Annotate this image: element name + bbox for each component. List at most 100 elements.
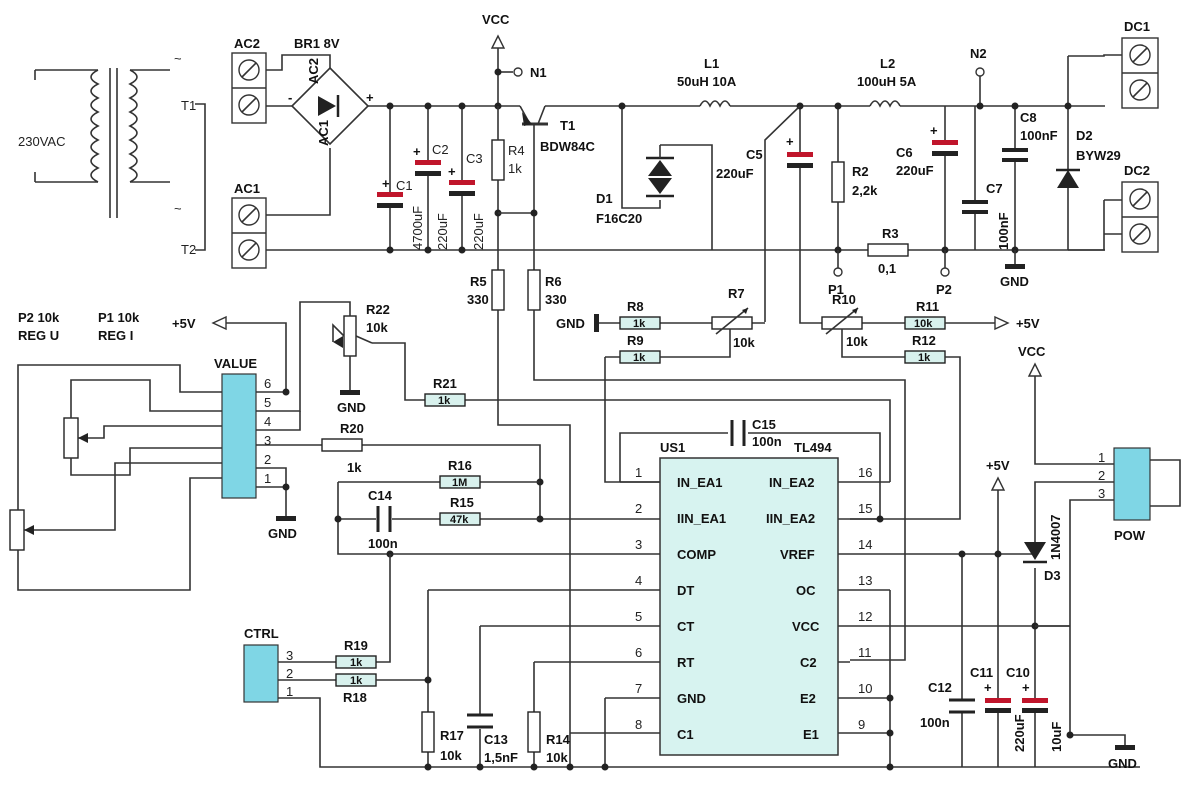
c5-value: 220uF (716, 166, 754, 181)
value-pin-num: 5 (264, 395, 271, 410)
r2-resistor (831, 161, 845, 203)
r20-ref: R20 (340, 421, 364, 436)
r6-wire (533, 310, 906, 661)
gnd-value-label: GND (268, 526, 297, 541)
ic-pin-num: 12 (858, 609, 872, 624)
r6-resistor (527, 269, 541, 311)
c5-ref: C5 (746, 147, 763, 162)
r8-resistor (619, 316, 661, 330)
mains-label: 230VAC (18, 134, 65, 149)
value-connector-label: VALUE (214, 356, 257, 371)
ac1-label: AC1 (234, 181, 260, 196)
c11-value: 220uF (1012, 714, 1027, 752)
c3-plus: + (448, 164, 456, 179)
l1-value: 50uH 10A (677, 74, 737, 89)
r5-value: 330 (467, 292, 489, 307)
c14-ref: C14 (368, 488, 393, 503)
d2-part: BYW29 (1076, 148, 1121, 163)
br-ac2-label: AC2 (306, 58, 321, 84)
r2-ref: R2 (852, 164, 869, 179)
t1-winding-label: T1 (181, 98, 196, 113)
r12-value: 1k (918, 352, 931, 364)
r11-ref: R11 (916, 299, 939, 314)
c1-ref: C1 (396, 178, 413, 193)
ctrl-pin-num: 2 (286, 666, 293, 681)
ac1-wire (266, 148, 331, 216)
r3-ref: R3 (882, 226, 899, 241)
c2-plus: + (413, 144, 421, 159)
c6-capacitor (932, 106, 958, 250)
d2-diode (1056, 56, 1080, 250)
dc1-terminal-block (1121, 37, 1159, 109)
d3-part: 1N4007 (1048, 514, 1063, 560)
r16-resistor (439, 475, 481, 489)
r4-resistor (491, 139, 505, 181)
c11-ref: C11 (970, 665, 993, 680)
d3-ref: D3 (1044, 568, 1061, 583)
ic-pin-num: 2 (635, 501, 642, 516)
r18-ref: R18 (343, 690, 367, 705)
r6-value: 330 (545, 292, 567, 307)
c1-value: 4700uF (410, 206, 425, 250)
dc2-terminal-block (1121, 181, 1159, 253)
ic-left-pins: 1 IN_EA1 2 IIN_EA1 3 COMP 4 DT 5 CT 6 RT… (635, 465, 726, 742)
t1-part: BDW84C (540, 139, 596, 154)
value-pin-num: 1 (264, 471, 271, 486)
r10-ref: R10 (832, 292, 856, 307)
ctrl-connector (243, 644, 279, 703)
r2-value: 2,2k (852, 183, 878, 198)
p1-note: P1 10k (98, 310, 140, 325)
vcc-top-arrow (490, 34, 506, 49)
ac2-terminal-block (231, 52, 267, 124)
c7-ref: C7 (986, 181, 1003, 196)
ic-pin-name: VREF (780, 547, 815, 562)
ic-pin-name: CT (677, 619, 694, 634)
r22-ref: R22 (366, 302, 390, 317)
r9-value: 1k (633, 352, 646, 364)
r18-value: 1k (350, 675, 363, 687)
r4-ref: R4 (508, 143, 525, 158)
ic-pin-name: IIN_EA1 (677, 511, 726, 526)
c14-value: 100n (368, 536, 398, 551)
r8-ref: R8 (627, 299, 644, 314)
r4-value: 1k (508, 161, 522, 176)
plus5v-right-label: +5V (1016, 316, 1040, 331)
ic-pin-name: IN_EA1 (677, 475, 723, 490)
tilde-top-label: ~ (174, 51, 182, 66)
r20-resistor (321, 438, 363, 452)
n2-node (975, 67, 985, 77)
t1-ref: T1 (560, 118, 575, 133)
plus5v-right-arrow (994, 315, 1010, 331)
r3-resistor (867, 243, 909, 257)
ic-pin-num: 10 (858, 681, 872, 696)
r17-ref: R17 (440, 728, 464, 743)
ic-pin-num: 4 (635, 573, 642, 588)
value-pin-num: 3 (264, 433, 271, 448)
br-plus-label: + (366, 90, 374, 105)
ic-pin-name: OC (796, 583, 816, 598)
ac2-label: AC2 (234, 36, 260, 51)
d1-ref: D1 (596, 191, 613, 206)
r7-value: 10k (733, 335, 755, 350)
ic-pin-name: C2 (800, 655, 817, 670)
ic-pin-num: 5 (635, 609, 642, 624)
r8-value: 1k (633, 318, 646, 330)
ic-tl494-body (659, 457, 839, 756)
ic-pin-name: COMP (677, 547, 716, 562)
r22-value: 10k (366, 320, 388, 335)
pow-pin-num: 2 (1098, 468, 1105, 483)
ctrl-pin-num: 3 (286, 648, 293, 663)
r19-resistor (335, 655, 377, 669)
r10-value: 10k (846, 334, 868, 349)
r15-value: 47k (450, 514, 469, 526)
p1-note-2: REG I (98, 328, 133, 343)
value-pin-num: 2 (264, 452, 271, 467)
r15-resistor (439, 512, 481, 526)
ic-pin-name: DT (677, 583, 694, 598)
pow-pin-num: 1 (1098, 450, 1105, 465)
r5-ref: R5 (470, 274, 487, 289)
ic-part: TL494 (794, 440, 832, 455)
ic-pin-num: 3 (635, 537, 642, 552)
gnd-dc-label: GND (1000, 274, 1029, 289)
